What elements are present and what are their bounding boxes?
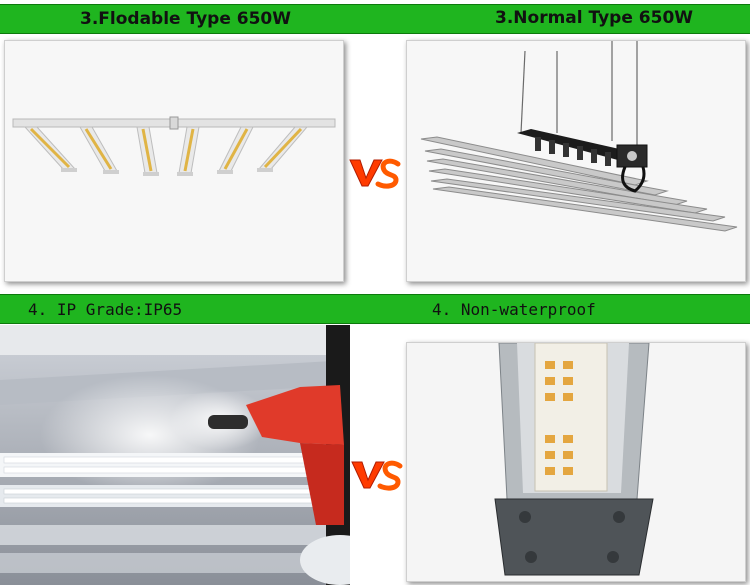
ip65-spray-image <box>0 325 350 585</box>
non-waterproof-image <box>406 342 746 582</box>
header-band-top: 3.Flodable Type 650W 3.Normal Type 650W <box>0 4 750 34</box>
heading-ip-grade: 4. IP Grade:IP65 <box>28 300 183 319</box>
spray-test-illustration <box>0 325 350 585</box>
foldable-light-illustration <box>5 41 343 281</box>
heading-normal-type: 3.Normal Type 650W <box>495 8 694 28</box>
foldable-light-image <box>4 40 344 282</box>
normal-light-illustration <box>407 41 745 281</box>
bar-closeup-illustration <box>407 343 745 581</box>
heading-foldable-type: 3.Flodable Type 650W <box>80 9 292 29</box>
normal-light-image <box>406 40 746 282</box>
vs-icon-top <box>349 158 401 189</box>
vs-icon-bottom <box>351 460 403 491</box>
header-band-bottom: 4. IP Grade:IP65 4. Non-waterproof <box>0 294 750 324</box>
heading-non-waterproof: 4. Non-waterproof <box>432 300 596 319</box>
